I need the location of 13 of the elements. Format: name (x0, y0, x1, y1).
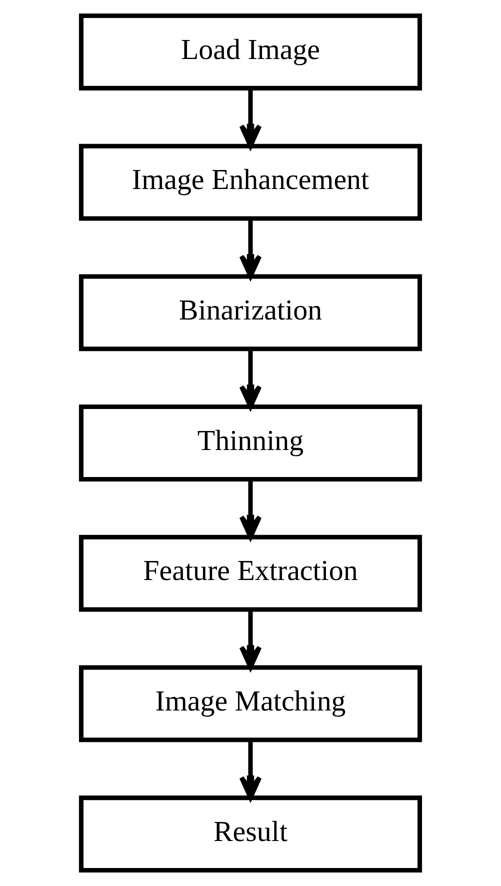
arrow (239, 349, 262, 409)
node-box: Load Image (78, 14, 422, 90)
node-box: Thinning (78, 404, 422, 482)
node-box: Result (78, 796, 422, 872)
node-box: Image Matching (78, 665, 422, 742)
arrow (239, 88, 262, 148)
arrow (239, 740, 262, 800)
node-box: Image Enhancement (78, 144, 422, 221)
node-box: Feature Extraction (78, 534, 422, 612)
arrow (239, 479, 262, 540)
arrow (239, 610, 262, 670)
node-box: Binarization (78, 274, 422, 352)
arrow (239, 218, 262, 279)
